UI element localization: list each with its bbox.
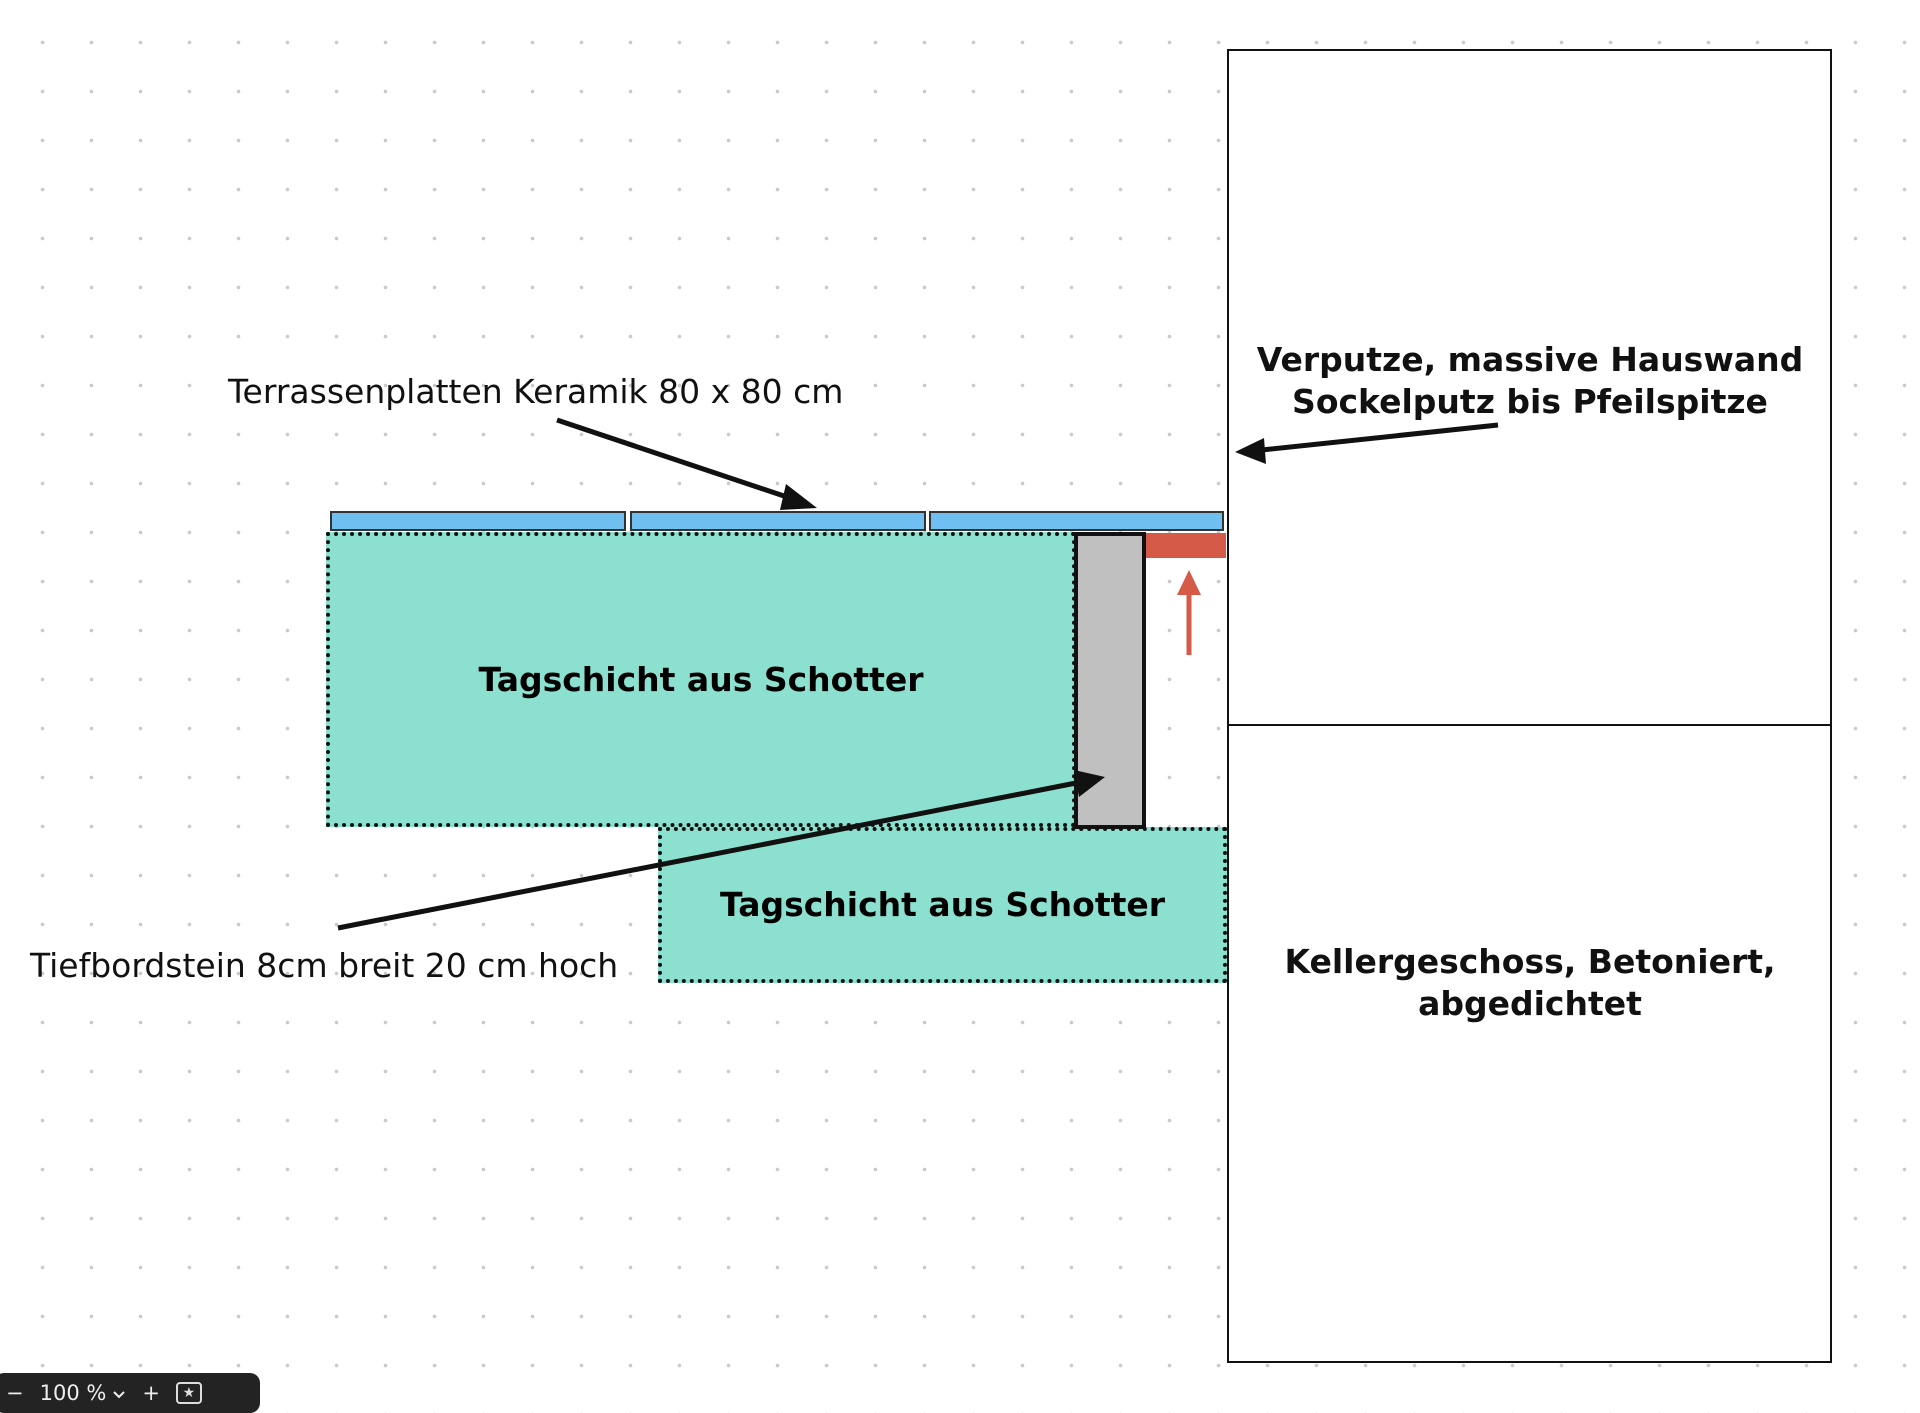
gravel-layer-upper[interactable]: Tagschicht aus Schotter [326, 532, 1076, 827]
zoom-toolbar: − 100 % + ★ [0, 1373, 260, 1413]
zoom-in-button[interactable]: + [142, 1381, 160, 1405]
zoom-selector[interactable]: 100 % [40, 1381, 127, 1405]
chevron-down-icon [112, 1381, 126, 1405]
gravel-upper-label: Tagschicht aus Schotter [478, 659, 924, 699]
cellar-label-line-2: abgedichtet [1418, 984, 1642, 1023]
wall-label-line-1: Verputze, massive Hauswand [1256, 340, 1804, 379]
star-box-icon[interactable]: ★ [175, 1382, 202, 1404]
gravel-layer-lower[interactable]: Tagschicht aus Schotter [658, 827, 1227, 983]
zoom-level: 100 % [39, 1381, 107, 1405]
curb-stone-shape[interactable] [1074, 532, 1146, 829]
zoom-out-button[interactable]: − [6, 1381, 24, 1405]
plaster-height-arrow[interactable] [1177, 570, 1201, 655]
cellar-label[interactable]: Kellergeschoss, Betoniert, abgedichtet [1228, 941, 1832, 1025]
cellar-shape[interactable] [1227, 724, 1832, 1363]
wall-label-line-2: Sockelputz bis Pfeilspitze [1292, 382, 1768, 421]
terrace-tile-2[interactable] [630, 511, 926, 531]
terrace-tile-1[interactable] [330, 511, 626, 531]
cellar-label-line-1: Kellergeschoss, Betoniert, [1284, 942, 1776, 981]
plinth-plaster-strip[interactable] [1146, 533, 1226, 558]
wall-label[interactable]: Verputze, massive Hauswand Sockelputz bi… [1228, 339, 1832, 423]
curb-label[interactable]: Tiefbordstein 8cm breit 20 cm hoch [30, 946, 619, 985]
tiles-arrow[interactable] [556, 417, 817, 510]
tiles-label[interactable]: Terrassenplatten Keramik 80 x 80 cm [228, 372, 844, 411]
terrace-tile-3[interactable] [929, 511, 1224, 531]
gravel-lower-label: Tagschicht aus Schotter [719, 885, 1166, 924]
house-wall-shape[interactable] [1227, 49, 1832, 726]
